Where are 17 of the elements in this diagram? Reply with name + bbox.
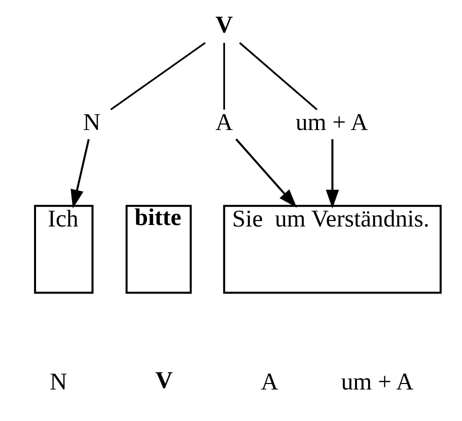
node-text: um + A	[295, 110, 368, 136]
arrow	[234, 138, 296, 208]
label: N	[49, 369, 67, 396]
label: um + A	[340, 369, 413, 396]
arrow	[70, 138, 90, 208]
connector	[238, 42, 317, 110]
connector	[222, 42, 225, 110]
label: V	[154, 368, 172, 394]
node-text: N	[82, 110, 100, 136]
connector	[110, 42, 206, 110]
arrow	[325, 139, 338, 209]
label: A	[260, 369, 278, 396]
node-box: Ich	[34, 204, 94, 294]
node-box: Sie um Verständnis.	[222, 204, 442, 294]
node-text: A	[214, 110, 232, 136]
node-text: V	[214, 12, 232, 39]
node-box: bitte	[125, 204, 192, 294]
